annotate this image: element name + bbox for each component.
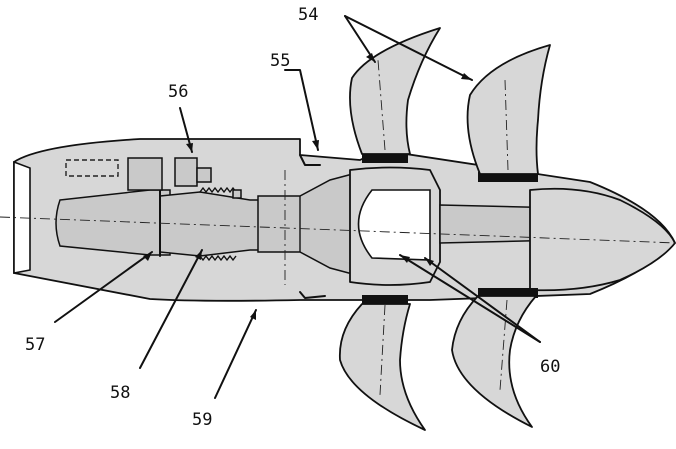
leader-54-b [344,15,473,81]
leader-59 [214,309,257,399]
fwd-lower-blade-axis [379,304,386,396]
accessory-block-2 [174,157,198,187]
leader-54-a [344,15,376,63]
aft-lower-root [478,288,538,298]
aft-lower-blade [451,295,537,428]
compressor-ribs [199,186,237,262]
fwd-upper-blade [349,27,441,155]
leader-lines [54,15,541,399]
label-54: 54 [298,5,318,25]
leader-60-a [399,254,541,343]
arrow-54-b [461,73,472,80]
engine-centerline [0,216,676,244]
label-60: 60 [540,357,560,377]
leader-57 [54,251,153,323]
arrow-60-a [400,255,410,263]
aft-upper-root [478,172,538,182]
blade-roots [362,153,538,305]
arrow-57 [143,252,152,261]
fwd-upper-root [362,153,408,163]
aft-upper-blade-axis [504,79,509,171]
arrow-58 [195,250,202,260]
arrow-60-b [425,258,434,266]
gearbox-cavity [357,189,431,261]
aft-upper-blade [466,44,551,175]
accessory-block-4 [232,189,242,199]
leader-60-b [424,257,541,343]
arrow-59 [250,310,256,320]
fwd-lower-blade [339,303,426,431]
arrow-54-a [366,53,375,62]
fwd-lower-root [362,295,408,305]
leader-58 [139,249,203,369]
fwd-upper-blade-axis [377,59,386,151]
arrow-56 [186,143,193,152]
upper-strut [299,154,321,166]
spinner-cone [529,187,676,292]
core-engine [55,154,676,299]
label-58: 58 [110,383,130,403]
reference-labels: 54 55 56 57 58 59 60 [25,5,560,430]
arrow-55 [312,140,319,150]
accessories [65,157,242,199]
label-55: 55 [270,51,290,71]
label-57: 57 [25,335,45,355]
leader-55 [284,69,319,151]
aft-lower-blade-axis [499,299,508,391]
lower-strut [299,291,326,299]
accessory-dashed-box [65,159,119,177]
label-59: 59 [192,410,212,430]
accessory-block-1 [127,157,163,191]
gas-generator [55,189,171,256]
accessory-block-3 [196,167,212,183]
label-56: 56 [168,82,188,102]
